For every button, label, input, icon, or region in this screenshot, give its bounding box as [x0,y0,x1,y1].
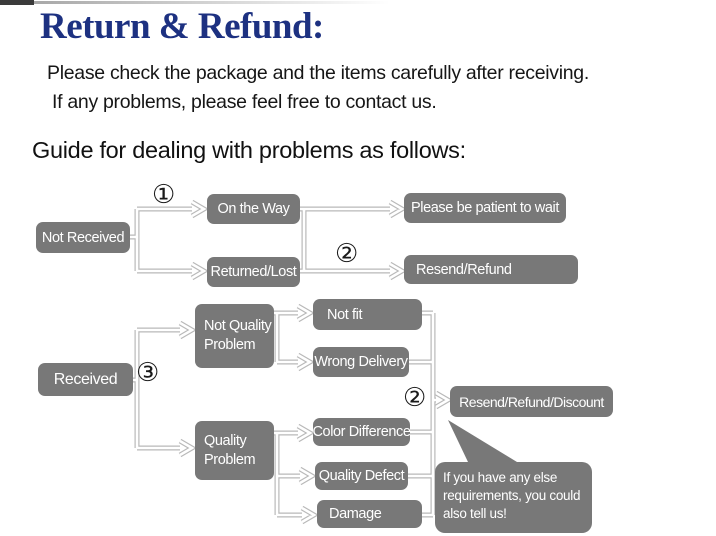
step-number-2-bottom: ② [403,383,427,413]
page-title: Return & Refund: [40,6,324,47]
intro-line-1: Please check the package and the items c… [47,62,589,84]
node-resend-refund-discount: Resend/Refund/Discount [450,386,613,417]
node-quality-problem: Quality Problem [195,421,274,480]
node-received: Received [38,363,133,396]
step-number-1: ① [152,180,176,210]
node-quality-defect: Quality Defect [315,462,408,490]
connector-pipes-inner [130,200,451,524]
node-damage: Damage [317,500,422,528]
photo-edge-artifact-gray [34,1,390,4]
node-wrong-delivery: Wrong Delivery [313,347,409,377]
node-returned-lost: Returned/Lost [207,257,300,287]
speech-bubble-tail [448,420,517,462]
node-not-quality-problem: Not Quality Problem [195,304,274,368]
node-on-the-way: On the Way [207,194,300,224]
node-not-received: Not Received [36,222,130,253]
node-please-be-patient: Please be patient to wait [404,193,566,223]
guide-heading: Guide for dealing with problems as follo… [32,137,466,163]
photo-edge-artifact-dark [0,0,34,5]
node-resend-refund: Resend/Refund [404,255,578,284]
node-not-fit: Not fit [313,299,422,330]
step-number-2-top: ② [335,239,359,269]
speech-bubble-note: If you have any else requirements, you c… [435,462,592,533]
intro-line-2: If any problems, please feel free to con… [52,91,437,113]
step-number-3: ③ [136,358,160,388]
node-color-difference: Color Difference [312,418,411,446]
